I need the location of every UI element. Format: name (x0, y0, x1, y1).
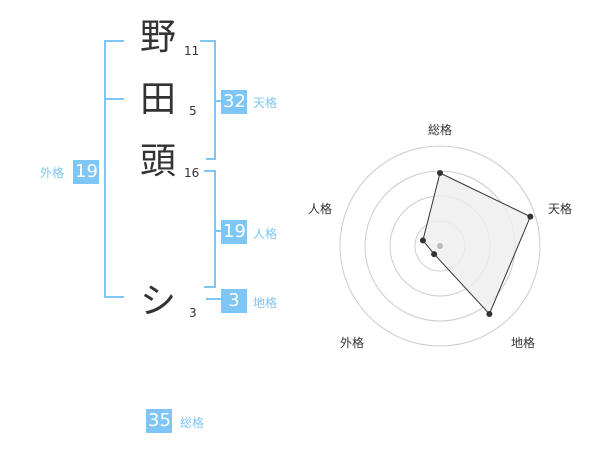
gaikaku-label: 外格 (40, 166, 65, 180)
tenkaku-label: 天格 (253, 96, 278, 110)
radar-axis-label-tenkaku: 天格 (548, 202, 573, 216)
stroke-count-2: 5 (189, 104, 197, 118)
name-char-1: 野 (139, 17, 176, 58)
stroke-count-1: 11 (184, 44, 200, 58)
name-char-2: 田 (139, 79, 176, 120)
gaikaku-bracket-mid (104, 98, 124, 100)
name-char-3: 頭 (139, 141, 176, 182)
stroke-count-4: 3 (189, 306, 197, 320)
radar-axis-label-gaikaku: 外格 (340, 336, 365, 350)
radar-point-4 (419, 237, 426, 244)
chikaku-bracket-link (206, 298, 222, 300)
name-char-4: シ (139, 281, 176, 322)
gaikaku-bracket-bottom (104, 296, 124, 298)
gaikaku-bracket-top (104, 40, 124, 42)
jinkaku-value-badge: 19 (221, 220, 247, 244)
stroke-count-3: 16 (184, 166, 200, 180)
radar-point-2 (486, 310, 493, 317)
gaikaku-bracket-line (104, 40, 106, 298)
jinkaku-label: 人格 (253, 227, 278, 241)
chikaku-value-badge: 3 (221, 289, 247, 313)
radar-axis-label-jinkaku: 人格 (308, 202, 333, 216)
radar-axis-label-soukaku: 総格 (428, 123, 453, 137)
chikaku-label: 地格 (253, 296, 278, 310)
radar-point-0 (437, 170, 443, 176)
tenkaku-bracket-top (200, 40, 216, 42)
soukaku-value-badge: 35 (146, 409, 172, 433)
soukaku-label: 総格 (180, 416, 205, 430)
jinkaku-bracket-link (214, 230, 222, 232)
tenkaku-bracket-link (214, 100, 222, 102)
radar-center-dot (437, 243, 443, 249)
radar-grid-ring (339, 145, 541, 347)
jinkaku-bracket-bottom (204, 286, 216, 288)
radar-data-polygon (422, 172, 531, 315)
radar-point-1 (527, 213, 534, 220)
jinkaku-bracket-top (204, 170, 216, 172)
gaikaku-value-badge: 19 (73, 160, 99, 184)
tenkaku-bracket-bottom (206, 158, 216, 160)
jinkaku-bracket-line (214, 170, 216, 288)
radar-point-3 (431, 251, 438, 258)
tenkaku-value-badge: 32 (221, 90, 247, 114)
radar-axis-label-chikaku: 地格 (511, 336, 536, 350)
